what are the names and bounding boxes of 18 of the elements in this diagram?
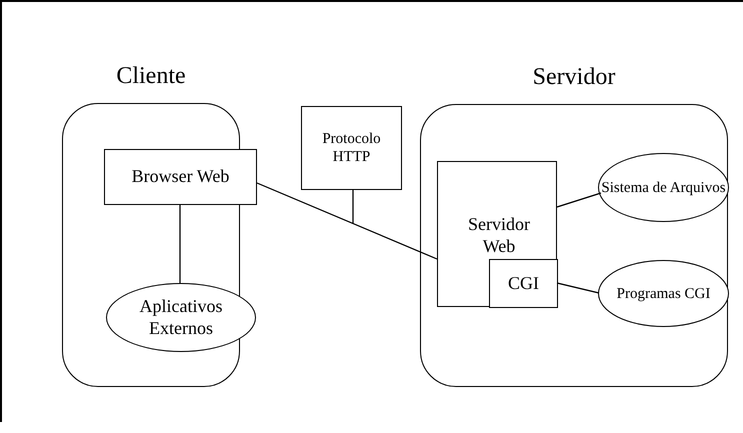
- connector-line: [556, 192, 602, 208]
- process-box: [301, 106, 402, 190]
- node-label: Sistema de Arquivos: [601, 178, 726, 196]
- connector-line: [256, 182, 438, 260]
- leader-line: [352, 190, 354, 224]
- node-label: Programas CGI: [616, 284, 710, 302]
- panel-heading: Servidor: [532, 65, 616, 89]
- node-label: Aplicativos Externos: [138, 296, 224, 340]
- process-box: [104, 149, 257, 205]
- process-box: [489, 259, 558, 308]
- connector-line: [556, 282, 600, 294]
- node-label: Servidor Web: [467, 214, 531, 258]
- server-box: [437, 161, 557, 307]
- node-label: CGI: [508, 272, 539, 294]
- node-label: Protocolo HTTP: [321, 130, 382, 166]
- node-label: Browser Web: [132, 166, 230, 188]
- panel-heading: Cliente: [115, 64, 187, 88]
- connector-line: [179, 205, 181, 283]
